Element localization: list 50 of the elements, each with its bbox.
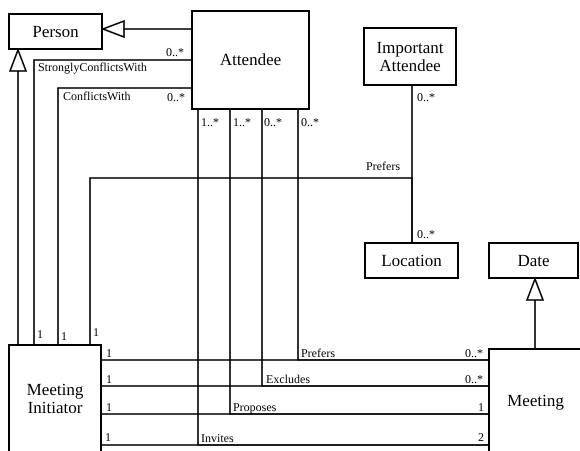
multiplicity-label: 0..* (165, 46, 185, 58)
association-line (297, 110, 488, 361)
association-line (33, 59, 191, 344)
class-box (364, 242, 459, 279)
class-name: Date (516, 252, 551, 270)
multiplicity-label: 1 (105, 401, 113, 413)
multiplicity-label: 0..* (464, 347, 484, 359)
class-name: Important Attendee (375, 39, 445, 74)
association-label: Prefers (365, 160, 401, 172)
multiplicity-label: 1 (477, 401, 485, 413)
multiplicity-label: 1..* (200, 116, 220, 128)
multiplicity-label: 1 (105, 347, 113, 359)
class-box (191, 10, 310, 110)
association-line (197, 110, 488, 446)
multiplicity-label: 1 (60, 330, 68, 342)
generalization-arrow (102, 20, 191, 38)
multiplicity-label: 0..* (416, 228, 436, 240)
association-line (57, 87, 191, 344)
multiplicity-label: 0..* (263, 116, 283, 128)
multiplicity-label: 1 (36, 328, 44, 340)
association-line (229, 110, 488, 415)
generalization-arrow (526, 278, 544, 348)
class-name: Meeting (506, 392, 565, 410)
association-label: Prefers (300, 347, 336, 359)
multiplicity-label: 1 (105, 373, 113, 385)
class-box (8, 344, 102, 451)
multiplicity-label: 0..* (416, 91, 436, 103)
association-label: Excludes (265, 373, 311, 385)
class-box (488, 348, 580, 451)
multiplicity-label: 0..* (300, 116, 320, 128)
association-label: ConflictsWith (62, 90, 132, 102)
association-label: StronglyConflictsWith (37, 61, 148, 73)
multiplicity-label: 1 (104, 431, 112, 443)
class-box (8, 13, 103, 50)
class-box (488, 242, 579, 279)
multiplicity-label: 0..* (464, 373, 484, 385)
multiplicity-label: 1..* (232, 116, 252, 128)
association-line (89, 177, 413, 344)
class-box (363, 27, 457, 86)
multiplicity-label: 2 (477, 431, 485, 443)
association-label: Proposes (232, 401, 278, 413)
multiplicity-label: 1 (92, 326, 100, 338)
generalization-arrow (9, 49, 27, 344)
class-name: Meeting Initiator (26, 381, 84, 416)
class-name: Location (380, 252, 443, 270)
association-line (261, 110, 488, 387)
association-label: Invites (200, 432, 235, 444)
class-name: Attendee (218, 51, 282, 69)
multiplicity-label: 0..* (166, 91, 186, 103)
class-name: Person (31, 22, 80, 40)
